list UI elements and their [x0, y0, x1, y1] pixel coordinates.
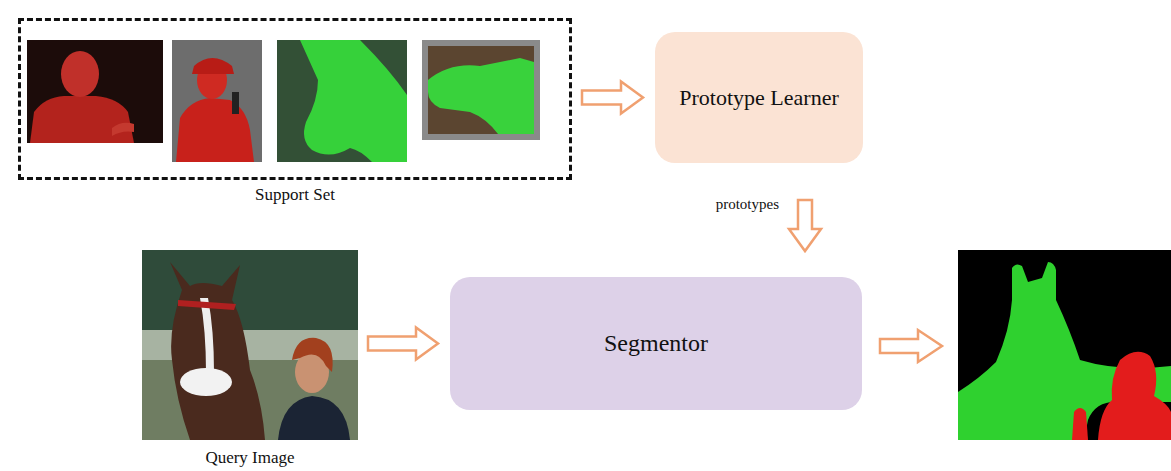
box-label: Segmentor — [604, 330, 708, 357]
block-arrow — [789, 200, 821, 251]
caption-label: Query Image — [142, 448, 358, 468]
box-label: Prototype Learner — [679, 85, 838, 111]
block-arrow — [880, 330, 942, 362]
support-photo — [422, 40, 540, 140]
support-photo — [27, 40, 163, 143]
edge-label: prototypes — [714, 196, 781, 213]
query-photo — [142, 250, 358, 440]
support-photo — [277, 40, 407, 162]
process-box: Prototype Learner — [655, 32, 863, 163]
process-box: Segmentor — [450, 277, 862, 410]
block-arrow — [368, 328, 438, 360]
caption-label: Support Set — [21, 185, 569, 205]
query-image-frame: Query Image — [142, 250, 358, 440]
segmentation-output — [958, 250, 1171, 440]
support-set-frame: Support Set — [18, 18, 572, 180]
support-photo — [172, 40, 262, 162]
block-arrow — [582, 82, 643, 114]
